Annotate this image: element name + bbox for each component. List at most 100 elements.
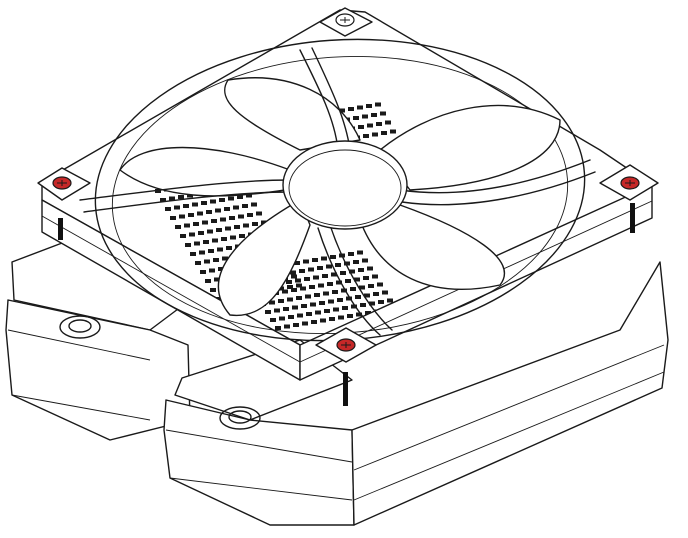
heatsink-fin xyxy=(170,216,176,220)
heatsink-fin xyxy=(297,313,303,318)
heatsink-fin xyxy=(291,274,297,279)
heatsink-fin xyxy=(206,210,212,214)
heatsink-fin xyxy=(376,122,382,126)
heatsink-fin xyxy=(243,223,249,228)
heatsink-fin xyxy=(174,205,180,210)
heatsink-fin xyxy=(371,113,377,117)
heatsink-fin xyxy=(179,214,185,219)
heatsink-fin xyxy=(242,204,248,208)
heatsink-fin xyxy=(279,316,285,321)
heatsink-fin xyxy=(199,250,205,255)
heatsink-fin xyxy=(326,264,332,269)
screw-icon xyxy=(336,338,356,352)
fan-strut xyxy=(401,171,596,206)
heatsink-fin xyxy=(292,305,298,310)
mounting-posts xyxy=(58,203,635,406)
heatsink-fin xyxy=(194,241,200,246)
heatsink-fin xyxy=(251,202,257,207)
heatsink-fin xyxy=(274,308,280,313)
heatsink-fin xyxy=(380,111,386,116)
heatsink-fin xyxy=(294,261,300,265)
heatsink-fin xyxy=(306,312,312,316)
heatsink-fin xyxy=(333,307,339,312)
heatsink-fin xyxy=(378,300,384,304)
heatsink-fin xyxy=(367,123,373,128)
heatsink-fin xyxy=(287,285,293,289)
heatsink-fin xyxy=(366,104,372,108)
heatsink-fin xyxy=(265,310,271,314)
heatsink-fin xyxy=(348,107,354,111)
heatsink-fin xyxy=(192,202,198,207)
heatsink-fin xyxy=(218,267,224,271)
heatsink-fin xyxy=(216,228,222,232)
screw-icon xyxy=(620,176,640,190)
heatsink-fin xyxy=(228,196,234,201)
heatsink-fin xyxy=(348,252,354,256)
heatsink-fin xyxy=(282,289,288,294)
heatsink-fin xyxy=(296,296,302,300)
heatsink-fin xyxy=(323,291,329,296)
heatsink-fin xyxy=(229,216,235,220)
heatsink-fin xyxy=(304,277,310,281)
heatsink-fin xyxy=(313,275,319,280)
heatsink-fin xyxy=(301,304,307,308)
heatsink-fin xyxy=(175,225,181,229)
heatsink-fin xyxy=(214,277,220,282)
fan-frame-corner xyxy=(37,167,91,201)
heatsink-fin xyxy=(328,299,334,304)
heatsink-fin xyxy=(368,284,374,288)
heatsink-fin xyxy=(330,255,336,259)
heatsink-fin xyxy=(353,260,359,264)
heatsink-fin xyxy=(369,301,375,306)
heatsink-fin xyxy=(321,256,327,261)
heatsink-fin xyxy=(360,303,366,307)
fan-hub xyxy=(282,140,408,230)
heatsink-fin xyxy=(311,320,317,324)
base-right-front xyxy=(163,399,355,526)
heatsink-fin xyxy=(209,268,215,273)
heatsink-fin xyxy=(188,213,194,217)
heatsink-fin xyxy=(208,249,214,253)
heatsink-fin xyxy=(224,207,230,211)
fan-strut xyxy=(83,191,291,213)
heatsink-fin xyxy=(381,131,387,135)
fan-strut xyxy=(79,179,291,201)
mounting-hole-icon xyxy=(219,406,261,430)
heatsink-fin xyxy=(337,298,343,302)
heatsink-fin xyxy=(204,259,210,264)
heatsink-fin xyxy=(189,232,195,237)
heatsink-fin xyxy=(219,198,225,202)
heatsink-fin xyxy=(358,125,364,129)
heatsink-fin xyxy=(387,298,393,303)
heatsink-fin xyxy=(362,258,368,263)
heatsink-fin xyxy=(356,312,362,317)
heatsink-fin xyxy=(225,226,231,231)
heatsink-fin xyxy=(202,220,208,225)
heatsink-fin xyxy=(335,263,341,267)
heatsink-fin xyxy=(284,324,290,329)
heatsink-fin xyxy=(367,266,373,271)
heatsink-fin xyxy=(293,323,299,327)
heatsink-fin xyxy=(342,306,348,310)
heatsink-fin xyxy=(382,290,388,295)
heatsink-fin xyxy=(215,208,221,213)
heatsink-fin xyxy=(287,297,293,302)
heatsink-fin xyxy=(197,211,203,216)
heatsink-fin xyxy=(286,280,292,284)
heatsink-fin xyxy=(247,213,253,217)
heatsink-fin xyxy=(220,217,226,222)
heatsink-fin xyxy=(203,240,209,244)
heatsink-fin xyxy=(345,279,351,283)
heatsink-fin xyxy=(341,288,347,293)
heatsink-fin xyxy=(303,259,309,264)
heatsink-fin xyxy=(195,261,201,265)
heatsink-fin xyxy=(291,288,297,292)
heatsink-fin xyxy=(256,211,262,216)
heatsink-fin xyxy=(185,243,191,247)
fan-frame-corner xyxy=(319,7,373,37)
heatsink-fin xyxy=(207,229,213,234)
heatsink-fin xyxy=(283,307,289,311)
heatsink-fin xyxy=(320,318,326,323)
heatsink-fin xyxy=(347,314,353,318)
